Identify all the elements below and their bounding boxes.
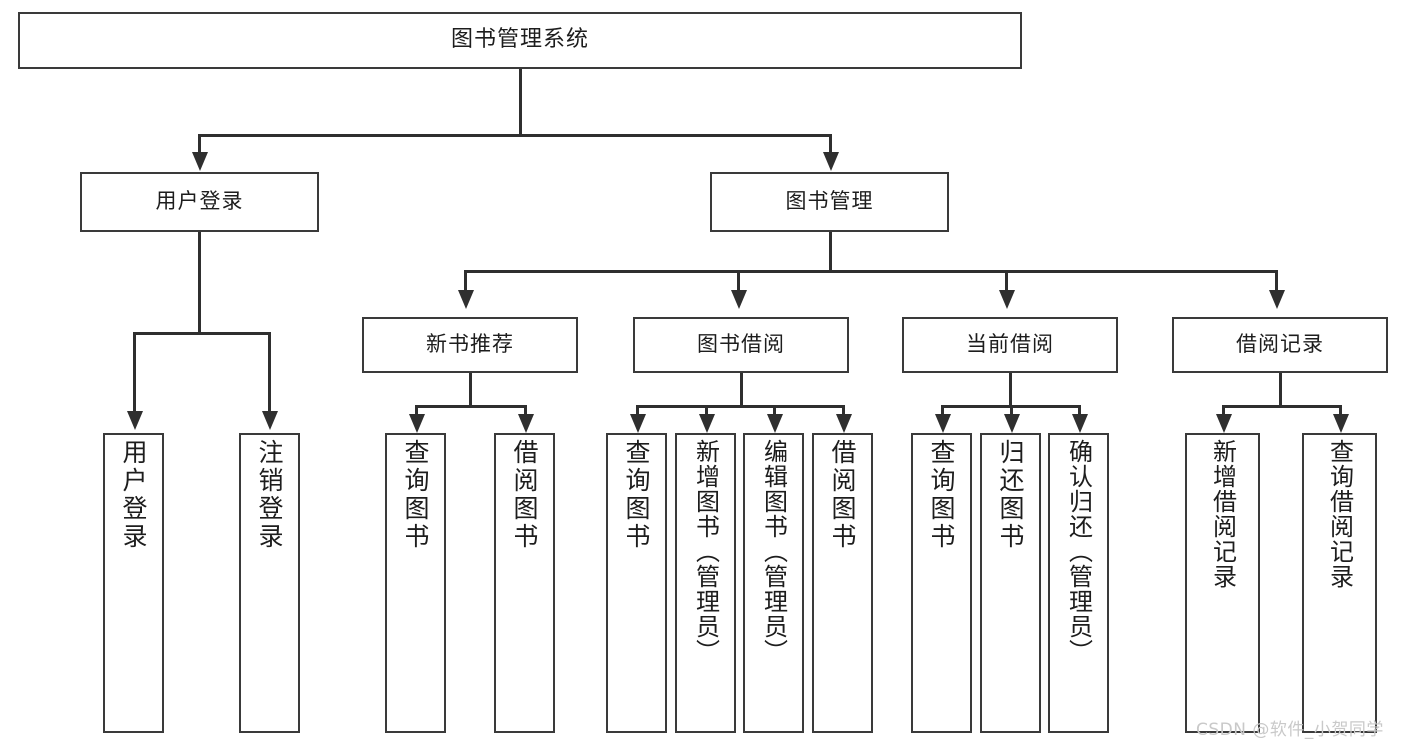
connector-level2-to-borrow-record [1275,270,1278,292]
node-label: 查询图书 [622,439,651,551]
connector-book-management-drop [829,232,832,272]
connector-new-book-left [415,405,418,417]
arrow-book-borrow-leaf-3 [767,414,783,433]
node-label: 新书推荐 [426,332,514,357]
connector-book-borrow-l3 [773,405,776,417]
connector-level2-bus [464,270,1278,273]
arrow-book-borrow-leaf-1 [630,414,646,433]
connector-borrow-record-drop [1279,373,1282,407]
leaf-add-borrow-record[interactable]: 新增借阅记录 [1185,433,1260,733]
node-label: 查询借阅记录 [1325,439,1354,589]
arrow-current-borrow-leaf-1 [935,414,951,433]
arrow-to-current-borrow [999,290,1015,309]
arrow-book-borrow-leaf-2 [699,414,715,433]
connector-borrow-record-left [1222,405,1225,417]
leaf-new-book-query[interactable]: 查询图书 [385,433,446,733]
node-current-borrow[interactable]: 当前借阅 [902,317,1118,373]
node-label: 借阅记录 [1236,332,1324,357]
node-book-management[interactable]: 图书管理 [710,172,949,232]
connector-borrow-record-bus [1222,405,1342,408]
node-label: 查询图书 [401,439,430,551]
node-label: 借阅图书 [510,439,539,551]
arrow-borrow-record-leaf-1 [1216,414,1232,433]
connector-new-book-drop [469,373,472,407]
connector-root-to-book-management [829,134,832,155]
leaf-book-edit-admin[interactable]: 编辑图书（管理员） [743,433,804,733]
node-label: 图书管理 [785,189,874,214]
leaf-book-add-admin[interactable]: 新增图书（管理员） [675,433,736,733]
connector-book-borrow-drop [740,373,743,407]
arrow-new-book-leaf-2 [518,414,534,433]
node-label: 新增图书（管理员） [691,439,720,664]
leaf-query-borrow-record[interactable]: 查询借阅记录 [1302,433,1377,733]
leaf-user-login[interactable]: 用户登录 [103,433,164,733]
node-label: 归还图书 [996,439,1025,551]
node-label: 用户登录 [155,189,244,214]
connector-level2-to-current-borrow [1005,270,1008,292]
node-label: 图书管理系统 [450,27,589,53]
node-label: 图书借阅 [697,332,785,357]
connector-borrow-record-right [1339,405,1342,417]
leaf-confirm-return-admin[interactable]: 确认归还（管理员） [1048,433,1109,733]
connector-user-login-right [268,332,271,413]
leaf-current-return[interactable]: 归还图书 [980,433,1041,733]
connector-current-borrow-l3 [1078,405,1081,417]
connector-user-login-left [133,332,136,413]
connector-book-borrow-l4 [842,405,845,417]
node-label: 借阅图书 [828,439,857,551]
connector-book-borrow-bus [636,405,845,408]
arrow-to-borrow-record [1269,290,1285,309]
arrow-book-borrow-leaf-4 [836,414,852,433]
arrow-borrow-record-leaf-2 [1333,414,1349,433]
node-root-book-management-system[interactable]: 图书管理系统 [18,12,1022,69]
leaf-book-borrow-action[interactable]: 借阅图书 [812,433,873,733]
connector-root-drop [519,69,522,136]
node-label: 查询图书 [927,439,956,551]
node-label: 新增借阅记录 [1208,439,1237,589]
connector-current-borrow-l2 [1010,405,1013,417]
leaf-new-book-borrow[interactable]: 借阅图书 [494,433,555,733]
arrow-current-borrow-leaf-3 [1072,414,1088,433]
connector-root-to-user-login [198,134,201,155]
leaf-logout[interactable]: 注销登录 [239,433,300,733]
leaf-current-query[interactable]: 查询图书 [911,433,972,733]
arrow-to-leaf-user-login [127,411,143,430]
arrow-to-user-login [192,152,208,171]
node-borrow-record[interactable]: 借阅记录 [1172,317,1388,373]
connector-book-borrow-l1 [636,405,639,417]
node-label: 注销登录 [255,439,284,551]
node-label: 当前借阅 [966,332,1054,357]
node-new-book-recommend[interactable]: 新书推荐 [362,317,578,373]
connector-user-login-bus [133,332,270,335]
arrow-current-borrow-leaf-2 [1004,414,1020,433]
node-book-borrow[interactable]: 图书借阅 [633,317,849,373]
arrow-to-new-book-recommend [458,290,474,309]
leaf-book-borrow-query[interactable]: 查询图书 [606,433,667,733]
connector-level2-to-new-book [464,270,467,292]
connector-root-bus [198,134,832,137]
node-label: 确认归还（管理员） [1064,439,1093,664]
arrow-new-book-leaf-1 [409,414,425,433]
connector-book-borrow-l2 [705,405,708,417]
connector-new-book-bus [415,405,527,408]
connector-level2-to-book-borrow [737,270,740,292]
node-label: 用户登录 [119,439,148,551]
arrow-to-leaf-logout [262,411,278,430]
connector-user-login-drop [198,232,201,334]
arrow-to-book-management [823,152,839,171]
node-user-login[interactable]: 用户登录 [80,172,319,232]
node-label: 编辑图书（管理员） [759,439,788,664]
connector-current-borrow-l1 [941,405,944,417]
connector-new-book-right [524,405,527,417]
arrow-to-book-borrow [731,290,747,309]
connector-current-borrow-drop [1009,373,1012,407]
